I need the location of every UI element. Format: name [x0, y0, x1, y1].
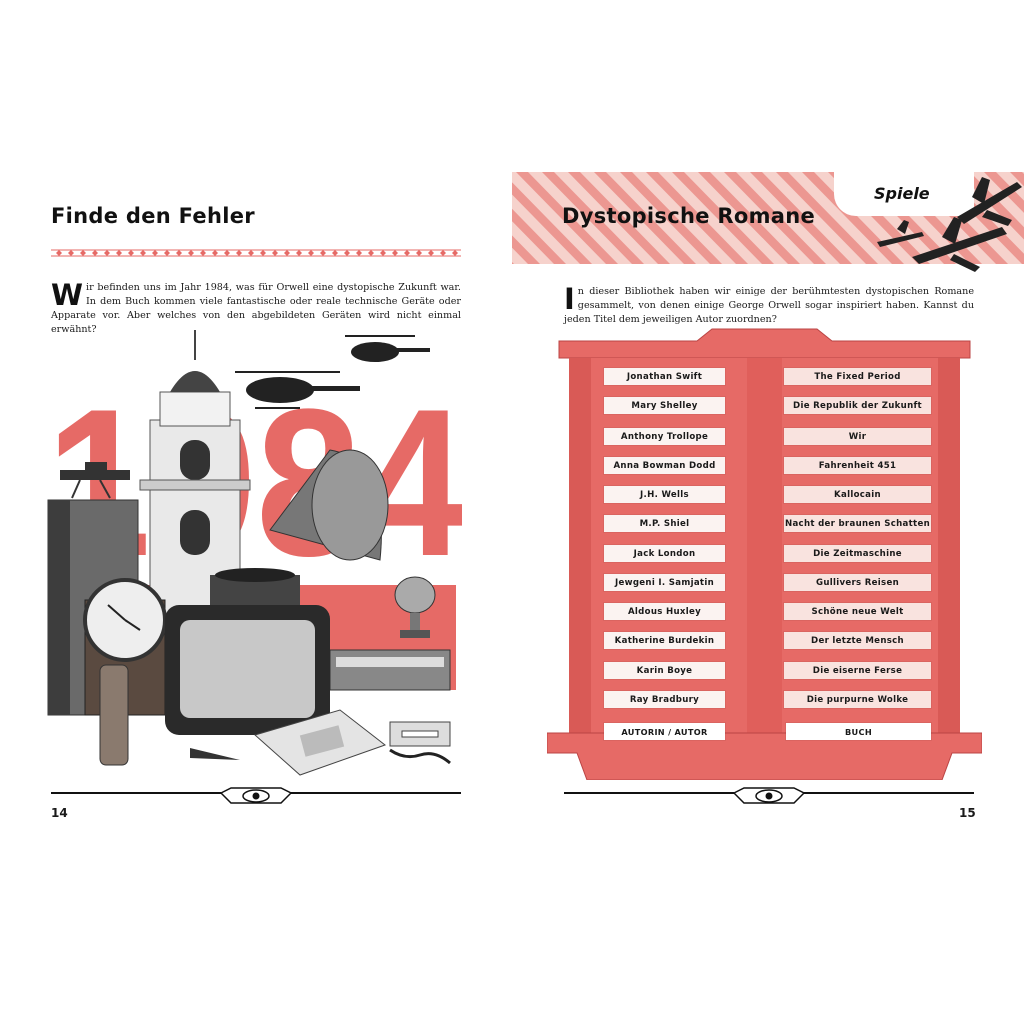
book-cell[interactable]: Der letzte Mensch: [784, 632, 931, 649]
television-icon: [165, 605, 330, 735]
section-tab: Spiele: [834, 172, 974, 216]
author-cell[interactable]: Mary Shelley: [604, 397, 725, 414]
clock-icon: [83, 578, 167, 716]
book-cell[interactable]: Gullivers Reisen: [784, 574, 931, 591]
author-cell[interactable]: Anna Bowman Dodd: [604, 457, 725, 474]
airplane-icon: [877, 177, 1022, 272]
book-cell[interactable]: Die eiserne Ferse: [784, 662, 931, 679]
author-cell[interactable]: Jack London: [604, 545, 725, 562]
machine-gun-icon: [60, 462, 130, 499]
razor-blade-icon: [389, 721, 451, 747]
gramophone-icon: [210, 449, 389, 605]
intro-body-right: n dieser Bibliothek haben wir einige der…: [564, 286, 974, 325]
telephone-icon: [253, 709, 451, 776]
author-cell[interactable]: M.P. Shiel: [604, 515, 725, 532]
bell-tower-icon: [139, 330, 251, 621]
train-icon: [329, 649, 451, 691]
intro-text-left: W ir befinden uns im Jahr 1984, was für …: [51, 281, 461, 337]
column-header-books: BUCH: [786, 723, 931, 740]
book-cell[interactable]: Die Republik der Zukunft: [784, 397, 931, 414]
page-number-left: 14: [51, 806, 68, 820]
book-cell[interactable]: Fahrenheit 451: [784, 457, 931, 474]
pepper-mill-icon: [99, 664, 129, 766]
book-cell[interactable]: Die purpurne Wolke: [784, 691, 931, 708]
footer-ornament-left: [51, 787, 461, 804]
section-tab-label: Spiele: [874, 184, 930, 203]
intro-body-left: ir befinden uns im Jahr 1984, was für Or…: [51, 282, 461, 335]
author-cell[interactable]: Jonathan Swift: [604, 368, 725, 385]
column-header-authors: AUTORIN / AUTOR: [604, 723, 725, 740]
bomber-planes: [877, 177, 1022, 272]
intro-text-right: I n dieser Bibliothek haben wir einige d…: [564, 285, 974, 327]
right-page: Spiele Dystopische Romane I n dieser Bib…: [512, 0, 1024, 1024]
book-cell[interactable]: Wir: [784, 428, 931, 445]
book-cell[interactable]: Die Zeitmaschine: [784, 545, 931, 562]
author-cell[interactable]: Ray Bradbury: [604, 691, 725, 708]
decorative-rule: [51, 249, 461, 257]
dropcap-right: I: [564, 282, 575, 316]
footer-ornament-right: [564, 787, 974, 804]
dropcap-left: W: [51, 278, 83, 312]
fountain-pen-icon: [190, 748, 240, 760]
book-cell[interactable]: Schöne neue Welt: [784, 603, 931, 620]
book-cell[interactable]: Nacht der braunen Schatten: [784, 515, 931, 532]
author-cell[interactable]: Karin Boye: [604, 662, 725, 679]
author-cell[interactable]: Katherine Burdekin: [604, 632, 725, 649]
page-title-left: Finde den Fehler: [51, 204, 255, 228]
page-number-right: 15: [959, 806, 976, 820]
left-page: Finde den Fehler W ir befinden uns im Ja…: [47, 204, 462, 820]
device-collage: [47, 330, 451, 776]
book-cell[interactable]: Kallocain: [784, 486, 931, 503]
author-cell[interactable]: Aldous Huxley: [604, 603, 725, 620]
striped-header-banner: [512, 172, 1024, 264]
author-cell[interactable]: J.H. Wells: [604, 486, 725, 503]
kettle-icon: [394, 576, 436, 638]
helicopter-icon: [235, 335, 430, 409]
author-cell[interactable]: Anthony Trollope: [604, 428, 725, 445]
author-cell[interactable]: Jewgeni I. Samjatin: [604, 574, 725, 591]
page-title-right: Dystopische Romane: [562, 204, 816, 228]
book-cell[interactable]: The Fixed Period: [784, 368, 931, 385]
